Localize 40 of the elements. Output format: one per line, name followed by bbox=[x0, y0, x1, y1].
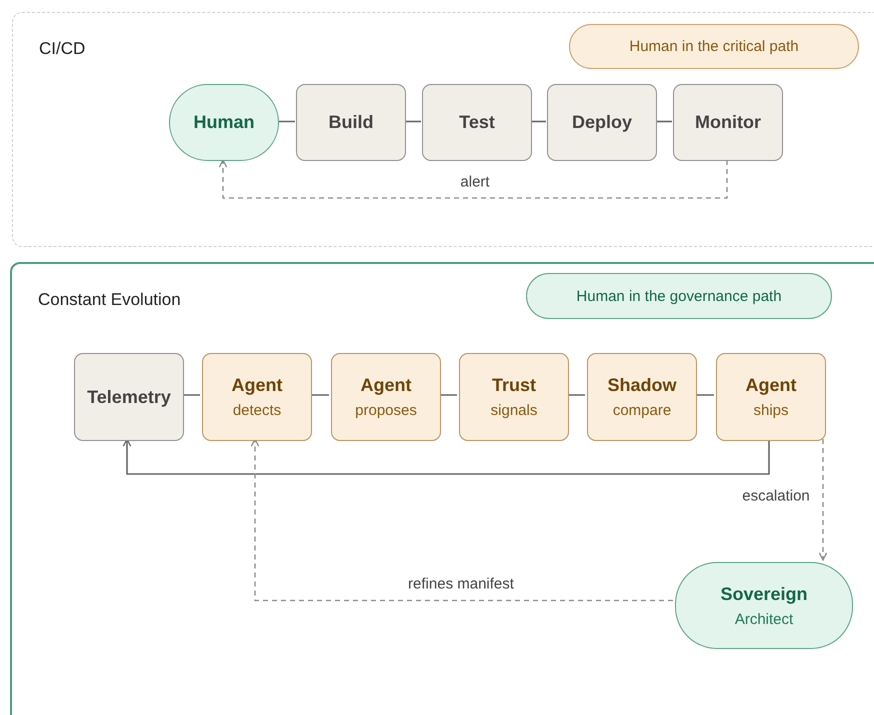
connector-arrow bbox=[218, 159, 728, 199]
step-box bbox=[331, 353, 441, 441]
connector-arrow bbox=[122, 438, 770, 475]
node-title: Agent bbox=[360, 375, 412, 396]
node-subtitle: compare bbox=[612, 402, 672, 419]
node-subtitle: Architect bbox=[734, 610, 794, 628]
group-title: CI/CD bbox=[39, 39, 86, 59]
node-title: Agent bbox=[746, 375, 796, 396]
node-title: Build bbox=[328, 112, 374, 133]
node-subtitle: proposes bbox=[355, 402, 417, 419]
connector-arrow bbox=[818, 439, 828, 561]
step-box bbox=[422, 84, 532, 161]
node-title: Human bbox=[193, 112, 254, 133]
node-title: Agent bbox=[232, 375, 282, 396]
node-title: Deploy bbox=[572, 112, 632, 133]
group-title: Constant Evolution bbox=[38, 290, 181, 310]
node-subtitle: ships bbox=[753, 402, 789, 419]
node-title: Monitor bbox=[695, 112, 761, 133]
connector-arrow bbox=[250, 438, 673, 602]
node-subtitle: signals bbox=[490, 402, 538, 419]
step-box bbox=[587, 353, 697, 441]
node-title: Trust bbox=[492, 375, 536, 396]
step-box bbox=[459, 353, 569, 441]
step-box bbox=[716, 353, 826, 441]
note-pill bbox=[526, 273, 832, 319]
node-subtitle: detects bbox=[232, 402, 282, 419]
note-text: Human in the critical path bbox=[629, 38, 799, 55]
node-title: Shadow bbox=[607, 375, 676, 396]
note-text: Human in the governance path bbox=[576, 288, 782, 304]
node-title: Telemetry bbox=[87, 386, 171, 408]
group-panel bbox=[10, 262, 874, 715]
step-box bbox=[202, 353, 312, 441]
node-title: Test bbox=[459, 112, 495, 133]
node-title: Sovereign bbox=[720, 584, 808, 604]
step-box bbox=[673, 84, 783, 161]
step-box bbox=[547, 84, 657, 161]
note-pill bbox=[569, 24, 859, 69]
step-box bbox=[74, 353, 184, 441]
step-box bbox=[296, 84, 406, 161]
group-panel bbox=[12, 12, 874, 247]
